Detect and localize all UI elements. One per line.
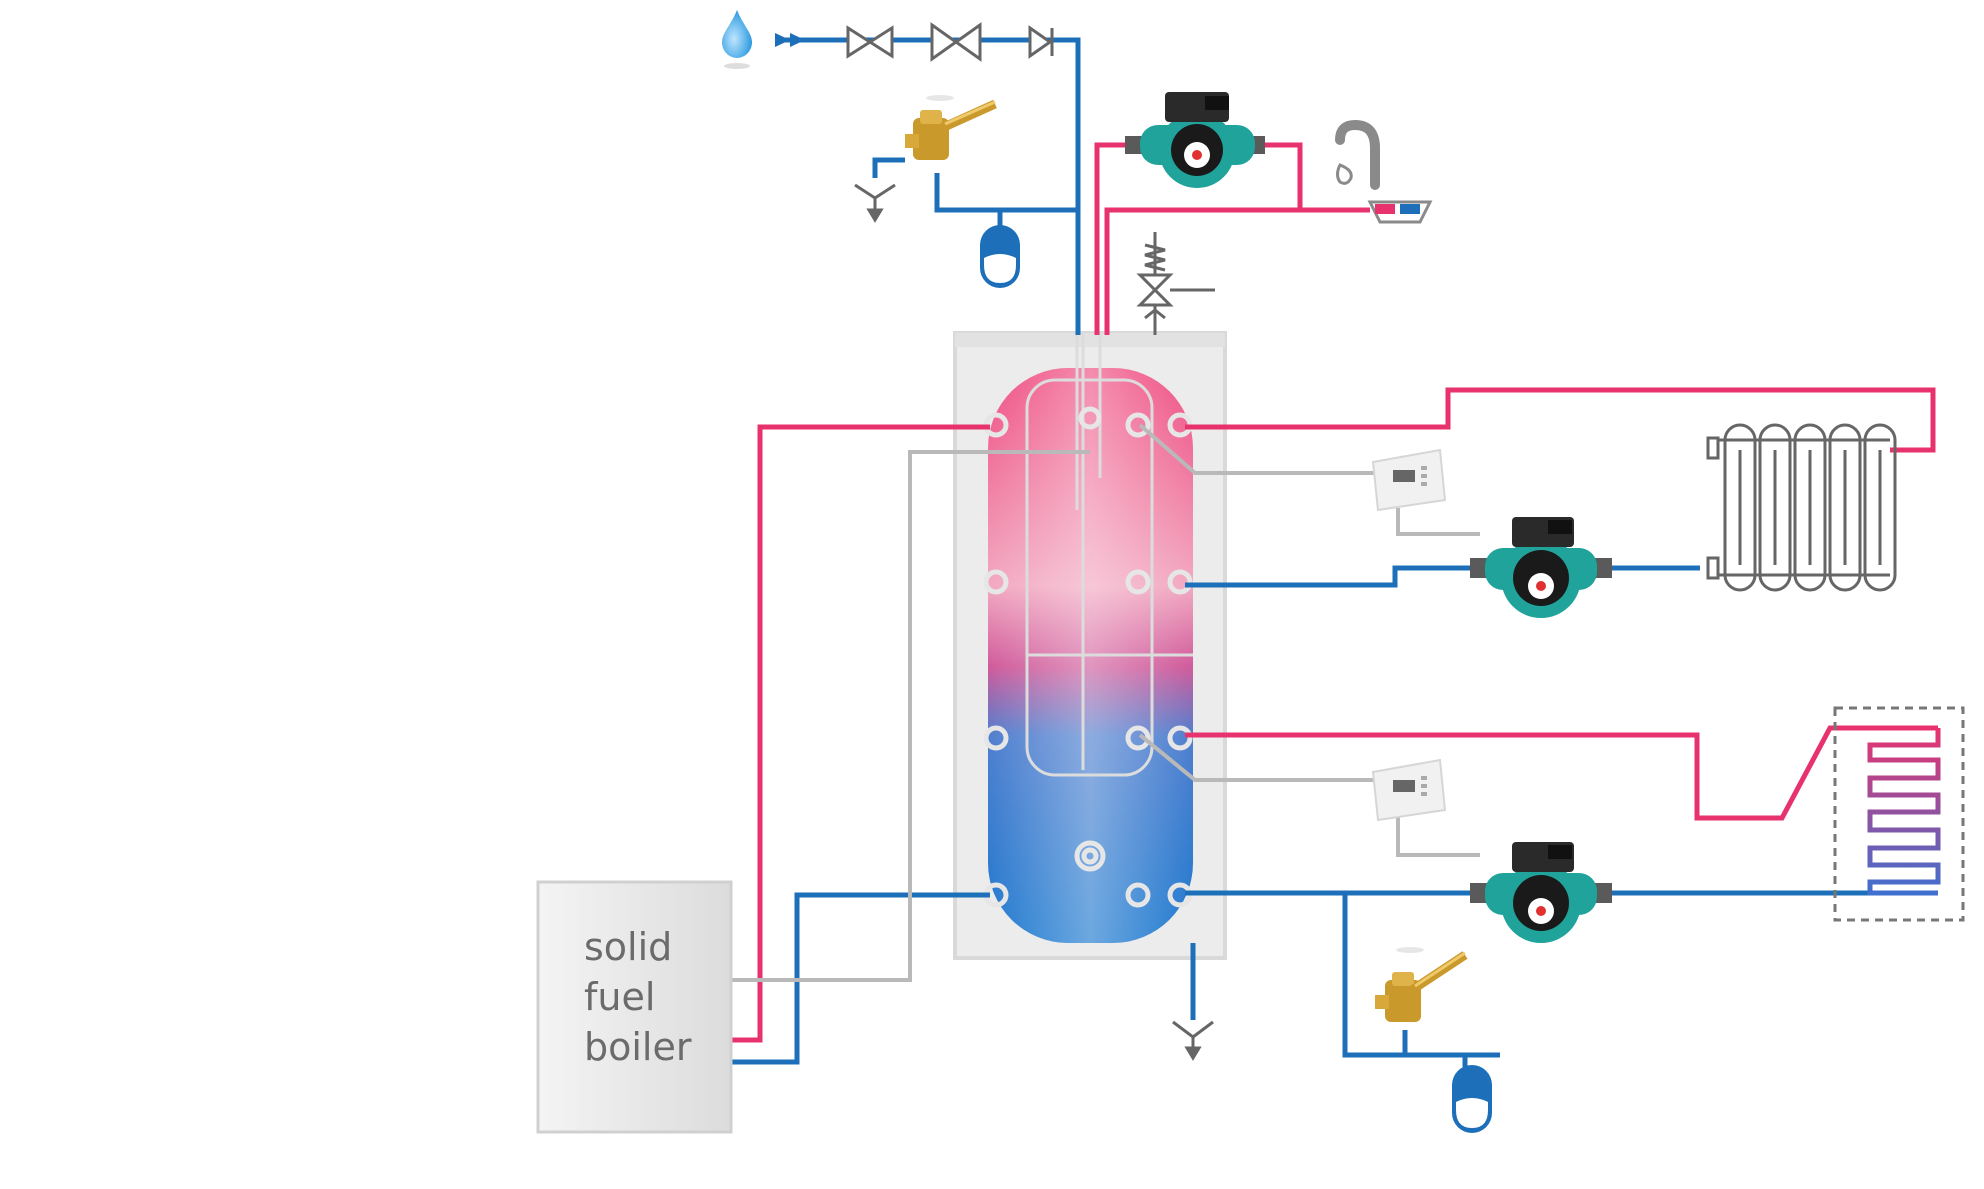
tap-icon	[1335, 119, 1433, 224]
pump-icon	[1470, 842, 1612, 943]
tank-ports	[983, 406, 1193, 908]
sensor-lines	[730, 423, 1480, 982]
mixing-valve-icon	[1375, 947, 1468, 1022]
pump-icon	[1470, 517, 1612, 618]
pump-icon	[1125, 92, 1265, 188]
thermostat-icon	[1371, 448, 1447, 512]
expansion-vessel-icon	[980, 225, 1020, 288]
mixing-valve-icon	[905, 95, 997, 160]
flow-arrow-icon	[775, 33, 805, 47]
hot-pipes	[730, 142, 1938, 1043]
safety-valve-icon	[1136, 232, 1215, 335]
check-valve-icon	[1028, 25, 1054, 59]
drain-icon	[854, 183, 896, 223]
valve-icon	[930, 22, 982, 62]
drain-icon	[1172, 1020, 1214, 1061]
boiler-label-line-1: solid	[584, 925, 672, 969]
solid-fuel-boiler: solid fuel boiler	[536, 880, 733, 1134]
thermostat-icon	[1371, 758, 1447, 822]
boiler-label-line-3: boiler	[584, 1025, 692, 1069]
floor-heating-icon	[1833, 706, 1965, 922]
valve-icon	[846, 25, 894, 59]
expansion-vessel-icon	[1452, 1065, 1492, 1133]
boiler-label-line-2: fuel	[584, 975, 655, 1019]
radiator-icon	[1706, 423, 1897, 592]
buffer-tank	[953, 331, 1227, 960]
water-drop-icon	[722, 10, 752, 69]
inner-dhw-vessel	[1025, 378, 1154, 777]
